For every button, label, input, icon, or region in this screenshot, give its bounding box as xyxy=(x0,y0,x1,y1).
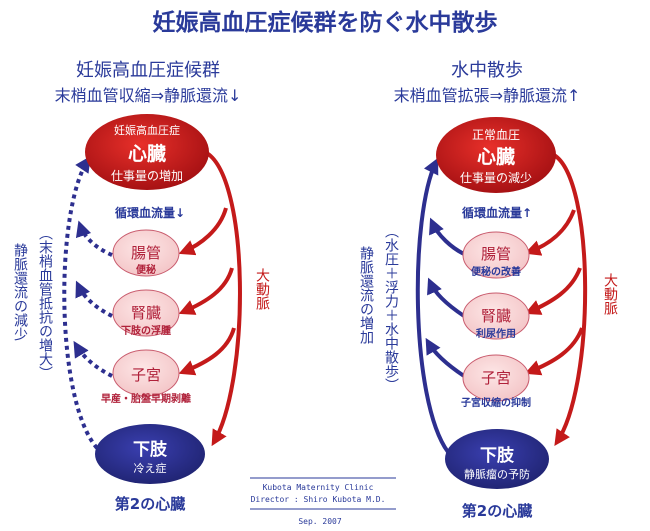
left-panel: 妊娠高血圧症候群 末梢血管収縮⇒静脈還流↓ 妊娠高血圧症 心臓 仕事量の増加 循… xyxy=(12,60,270,513)
left-legs-desc: 冷え症 xyxy=(134,461,167,475)
right-subheading: 末梢血管拡張⇒静脈還流↑ xyxy=(394,86,581,105)
right-artery-arrows xyxy=(524,153,588,446)
left-vein-label: 静脈還流の減少 xyxy=(12,243,28,341)
left-organ-name: 腎臓 xyxy=(131,304,161,322)
left-heart: 妊娠高血圧症 心臓 仕事量の増加 xyxy=(85,114,209,190)
left-subheading: 末梢血管収縮⇒静脈還流↓ xyxy=(55,86,242,105)
left-organ-kidney: 腎臓 下肢の浮腫 xyxy=(112,289,180,337)
left-footer: 第2の心臓 xyxy=(115,495,185,513)
left-vein-arrows xyxy=(62,155,113,450)
left-organ-effect: 便秘 xyxy=(136,263,156,276)
left-organ-intestine: 腸管 便秘 xyxy=(112,229,180,277)
left-vein-main xyxy=(62,155,99,450)
left-legs: 下肢 冷え症 xyxy=(95,424,205,484)
right-organ-uterus: 子宮 子宮収縮の抑制 xyxy=(461,354,531,409)
right-organ-name: 子宮 xyxy=(481,369,511,387)
left-heart-top: 妊娠高血圧症 xyxy=(114,123,180,137)
right-organ-effect: 子宮収縮の抑制 xyxy=(461,396,531,409)
left-vein-branch-3 xyxy=(73,340,113,378)
left-artery-branch-2 xyxy=(178,267,234,315)
right-artery-branch-2 xyxy=(524,267,582,315)
left-artery-branch-1 xyxy=(178,207,228,256)
left-vein-branch-1 xyxy=(75,220,113,257)
right-vein-label: 静脈還流の増加 xyxy=(358,246,374,345)
left-organ-name: 子宮 xyxy=(131,366,161,384)
right-organ-kidney: 腎臓 利尿作用 xyxy=(462,292,530,340)
right-heading: 水中散歩 xyxy=(451,60,523,81)
right-circulation-label: 循環血流量↑ xyxy=(462,205,532,220)
right-artery-branch-1 xyxy=(524,209,576,256)
right-organ-name: 腸管 xyxy=(481,245,511,263)
right-legs-desc: 静脈瘤の予防 xyxy=(464,467,530,481)
left-organ-uterus: 子宮 早産・胎盤早期剥離 xyxy=(101,349,191,405)
right-heart-name: 心臓 xyxy=(477,146,515,168)
right-artery-main xyxy=(552,153,588,446)
left-artery-main xyxy=(203,150,242,447)
right-organ-effect: 利尿作用 xyxy=(476,327,516,340)
left-organ-effect: 早産・胎盤早期剥離 xyxy=(101,392,191,405)
left-legs-name: 下肢 xyxy=(133,439,168,460)
left-circulation-label: 循環血流量↓ xyxy=(115,205,185,220)
right-vein-note: （水圧＋浮力＋水中散歩） xyxy=(383,224,399,392)
right-panel: 水中散歩 末梢血管拡張⇒静脈還流↑ 正常血圧 心臓 仕事量の減少 循環血流量↑ xyxy=(358,60,618,520)
main-title: 妊娠高血圧症候群を防ぐ水中散歩 xyxy=(153,9,498,36)
right-heart: 正常血圧 心臓 仕事量の減少 xyxy=(436,117,556,193)
right-vein-branch-3 xyxy=(425,337,466,378)
right-heart-desc: 仕事量の減少 xyxy=(460,170,532,185)
left-organ-effect: 下肢の浮腫 xyxy=(121,324,171,337)
left-artery-arrows xyxy=(178,150,242,447)
right-organ-effect: 便秘の改善 xyxy=(471,265,521,278)
credit-block: Kubota Maternity Clinic Director : Shiro… xyxy=(250,477,396,526)
left-organ-name: 腸管 xyxy=(131,244,161,262)
left-heart-name: 心臓 xyxy=(128,143,166,165)
right-artery-label: 大動脈 xyxy=(602,273,618,316)
left-artery-label: 大動脈 xyxy=(254,268,270,311)
right-footer: 第2の心臓 xyxy=(462,502,532,520)
left-artery-branch-3 xyxy=(178,327,236,376)
right-vein-main xyxy=(415,157,450,454)
left-heart-desc: 仕事量の増加 xyxy=(111,169,183,183)
left-vein-note: （末梢血管抵抗の増大） xyxy=(37,226,53,380)
right-legs: 下肢 静脈瘤の予防 xyxy=(445,429,549,489)
right-organ-name: 腎臓 xyxy=(481,307,511,325)
credit-director: Director : Shiro Kubota M.D. xyxy=(251,495,386,504)
right-vein-branch-1 xyxy=(429,217,465,256)
right-legs-name: 下肢 xyxy=(480,445,515,466)
left-vein-branch-2 xyxy=(75,280,113,318)
right-heart-top: 正常血圧 xyxy=(472,128,520,142)
right-artery-branch-3 xyxy=(524,327,584,376)
left-heading: 妊娠高血圧症候群 xyxy=(76,60,220,81)
credit-date: Sep. 2007 xyxy=(298,517,342,526)
credit-clinic: Kubota Maternity Clinic xyxy=(263,483,374,492)
right-vein-branch-2 xyxy=(427,277,466,318)
right-organ-intestine: 腸管 便秘の改善 xyxy=(462,231,530,279)
right-vein-arrows xyxy=(415,157,466,454)
